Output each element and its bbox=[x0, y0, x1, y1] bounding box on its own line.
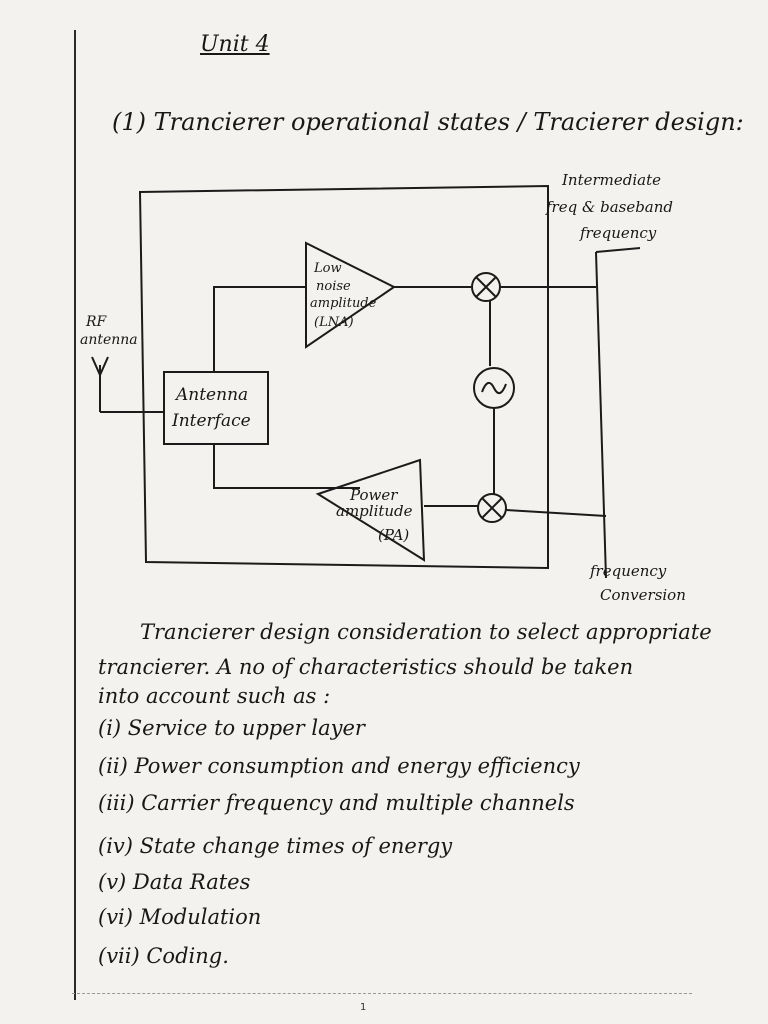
outer-box bbox=[138, 184, 549, 570]
list-item: (iii) Carrier frequency and multiple cha… bbox=[98, 791, 575, 815]
top-right-label-3: frequency bbox=[579, 224, 657, 242]
rf-label-2: antenna bbox=[80, 332, 138, 348]
lna-triangle bbox=[305, 241, 396, 349]
list-item: (v) Data Rates bbox=[98, 870, 251, 894]
bottom-right-label-2: Conversion bbox=[600, 586, 686, 604]
lower-mixer bbox=[477, 493, 507, 523]
pa-label-1: Power bbox=[349, 486, 398, 504]
margin-line bbox=[74, 30, 76, 1000]
antenna-icon bbox=[91, 356, 109, 412]
pa-label-2: amplitude bbox=[336, 502, 413, 520]
list-item: (iv) State change times of energy bbox=[98, 834, 453, 858]
paragraph-line-3: into account such as : bbox=[98, 684, 331, 708]
antenna-interface-box bbox=[163, 371, 269, 445]
lower-output bbox=[505, 509, 607, 517]
top-right-label-2: freq & baseband bbox=[545, 198, 673, 216]
paragraph-line-1: Trancierer design consideration to selec… bbox=[140, 620, 712, 644]
antenna-interface-label-1: Antenna bbox=[174, 385, 248, 405]
pa-triangle bbox=[315, 458, 426, 562]
list-item: (vii) Coding. bbox=[98, 944, 229, 968]
lna-label-1: Low bbox=[313, 261, 342, 276]
bottom-divider bbox=[72, 993, 692, 994]
pa-label-3: (PA) bbox=[378, 526, 409, 544]
lna-label-2: noise bbox=[316, 279, 351, 294]
antenna-interface-label-2: Interface bbox=[171, 411, 251, 431]
top-right-label-1: Intermediate bbox=[561, 171, 661, 189]
paragraph-line-2: trancierer. A no of characteristics shou… bbox=[98, 655, 634, 679]
list-item: (vi) Modulation bbox=[98, 905, 262, 929]
upper-path bbox=[213, 286, 306, 372]
rf-label-1: RF bbox=[85, 314, 108, 330]
lna-label-3: amplitude bbox=[310, 296, 377, 311]
top-bracket bbox=[595, 247, 641, 253]
section-heading: (1) Trancierer operational states / Trac… bbox=[112, 108, 744, 136]
lower-path bbox=[213, 444, 360, 489]
list-item: (i) Service to upper layer bbox=[98, 716, 365, 740]
lna-label-4: (LNA) bbox=[314, 315, 354, 330]
bottom-right-label-1: frequency bbox=[589, 562, 667, 580]
list-item: (ii) Power consumption and energy effici… bbox=[98, 754, 580, 778]
right-bus-line bbox=[595, 251, 607, 579]
page-marker: 1 bbox=[360, 1002, 367, 1013]
unit-title: Unit 4 bbox=[200, 32, 270, 57]
